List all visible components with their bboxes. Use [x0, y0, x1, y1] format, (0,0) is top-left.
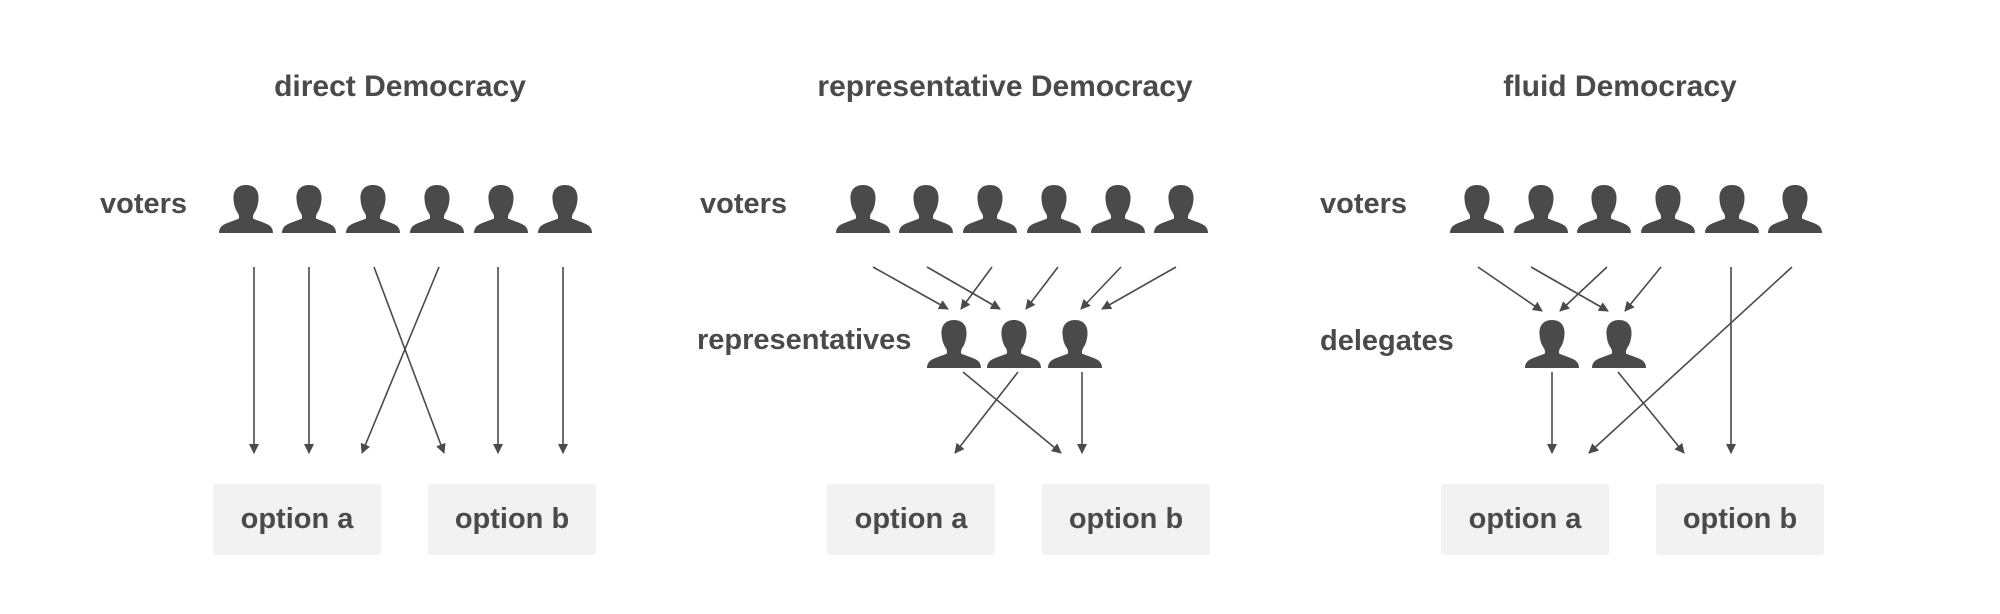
arrow-icon — [1588, 266, 1793, 454]
person-icon — [1514, 185, 1568, 233]
arrow-icon — [373, 266, 446, 454]
person-icon — [410, 185, 464, 233]
person-icon — [963, 185, 1017, 233]
arrow-icon — [1025, 266, 1059, 310]
option-b-representative: option b — [1042, 484, 1210, 555]
person-icon — [1768, 185, 1822, 233]
option-a-direct: option a — [213, 484, 381, 555]
person-icon — [474, 185, 528, 233]
person-icon — [987, 320, 1041, 368]
person-icon — [1091, 185, 1145, 233]
arrow-icon — [1530, 266, 1609, 312]
option-b-fluid: option b — [1656, 484, 1824, 555]
arrow-icon — [1624, 266, 1662, 312]
person-icon — [1592, 320, 1646, 368]
person-icon — [1577, 185, 1631, 233]
option-a-representative: option a — [827, 484, 995, 555]
option-a-fluid: option a — [1441, 484, 1609, 555]
arrow-icon — [1080, 266, 1122, 310]
arrow-icon — [1617, 371, 1685, 454]
person-icon — [1705, 185, 1759, 233]
arrow-icon — [1101, 266, 1177, 310]
person-icon — [282, 185, 336, 233]
person-icon — [1450, 185, 1504, 233]
arrow-icon — [360, 266, 440, 454]
voters-label-representative: voters — [700, 188, 788, 220]
person-icon — [346, 185, 400, 233]
person-icon — [1027, 185, 1081, 233]
person-icon — [1641, 185, 1695, 233]
arrow-icon — [962, 371, 1062, 454]
title-fluid-democracy: fluid Democracy — [1503, 70, 1737, 103]
arrow-icon — [872, 266, 949, 310]
person-icon — [219, 185, 273, 233]
voters-label-fluid: voters — [1320, 188, 1408, 220]
person-icon — [899, 185, 953, 233]
person-icon — [1048, 320, 1102, 368]
person-icon — [1525, 320, 1579, 368]
option-b-direct: option b — [428, 484, 596, 555]
title-direct-democracy: direct Democracy — [274, 70, 526, 103]
arrow-icon — [1559, 266, 1608, 312]
arrow-icon — [954, 371, 1019, 454]
representatives-label: representatives — [697, 324, 912, 356]
person-icon — [538, 185, 592, 233]
voters-label-direct: voters — [100, 188, 188, 220]
person-icon — [836, 185, 890, 233]
person-icon — [927, 320, 981, 368]
title-representative-democracy: representative Democracy — [817, 70, 1193, 103]
person-icon — [1154, 185, 1208, 233]
arrow-icon — [926, 266, 1001, 310]
delegates-label: delegates — [1320, 325, 1454, 357]
arrow-icon — [1477, 266, 1543, 312]
arrow-icon — [960, 266, 993, 310]
